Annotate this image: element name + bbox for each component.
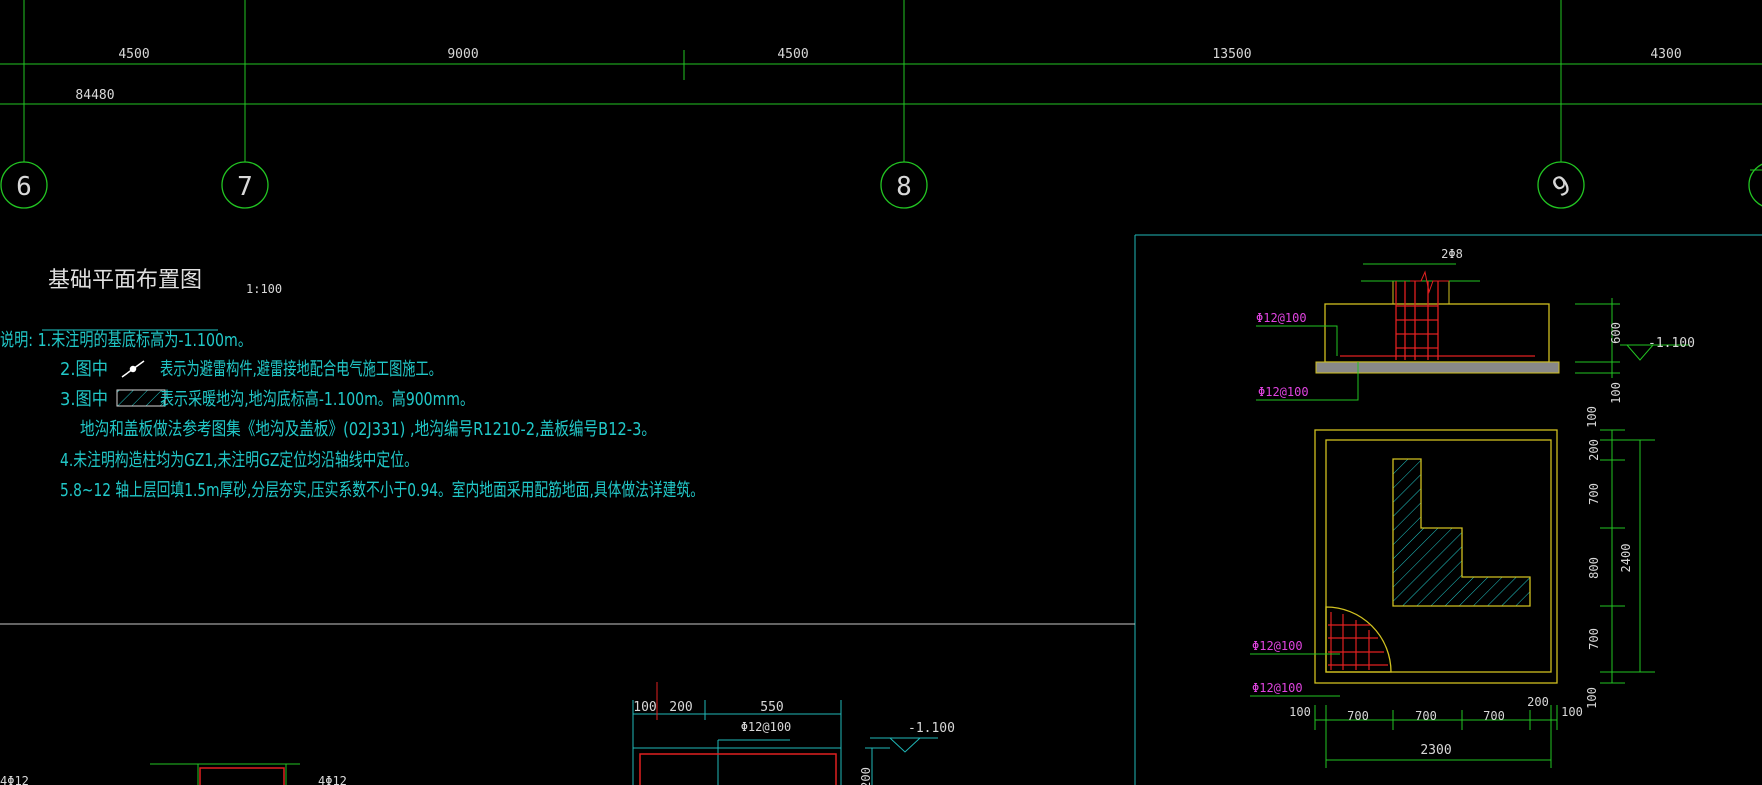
note-2-text: 表示为避雷构件,避雷接地配合电气施工图施工。 bbox=[160, 359, 442, 380]
axis-dim-5: 4300 bbox=[1650, 47, 1681, 62]
right-dim-1: 100 bbox=[1585, 406, 1599, 428]
rebar-label-1: Φ12@100 bbox=[1256, 311, 1307, 325]
bottom-dim-overall: 2300 bbox=[1420, 743, 1451, 758]
section-dim-600: 600 bbox=[1609, 322, 1623, 344]
bottom-detail-left-label-2: 4Φ12 bbox=[318, 774, 347, 785]
top-rebar-label: 2Φ8 bbox=[1441, 247, 1463, 261]
bottom-dim-2: 700 bbox=[1347, 709, 1369, 723]
right-dim-6: 100 bbox=[1585, 687, 1599, 709]
plan-scale: 1:100 bbox=[246, 282, 282, 296]
bottom-dim-6: 100 bbox=[1561, 705, 1583, 719]
right-dim-2: 200 bbox=[1587, 439, 1601, 461]
axis-label-6: 6 bbox=[16, 172, 32, 202]
note-3-detail: 地沟和盖板做法参考图集《地沟及盖板》(02J331) ,地沟编号R1210-2,… bbox=[80, 419, 656, 440]
right-dim-4: 800 bbox=[1587, 557, 1601, 579]
bottom-detail-dim-2: 200 bbox=[669, 700, 692, 715]
footing-plan bbox=[1250, 429, 1655, 768]
axis-dim-1: 4500 bbox=[118, 47, 149, 62]
rebar-label-4: Φ12@100 bbox=[1252, 681, 1303, 695]
lightning-symbol bbox=[121, 360, 145, 378]
note-1: 说明: 1.未注明的基底标高为-1.100m。 bbox=[0, 330, 252, 351]
axis-label-8: 8 bbox=[896, 172, 912, 202]
elevation-label: -1.100 bbox=[1648, 336, 1695, 351]
right-dim-overall: 2400 bbox=[1619, 544, 1633, 573]
axis-grid bbox=[0, 0, 1762, 171]
plan-title: 基础平面布置图 bbox=[48, 268, 202, 293]
bottom-dim-3: 700 bbox=[1415, 709, 1437, 723]
rebar-label-3: Φ12@100 bbox=[1252, 639, 1303, 653]
section-dim-100: 100 bbox=[1609, 382, 1623, 404]
note-3-prefix: 3.图中 bbox=[60, 389, 108, 410]
bottom-detail-side-dim: 200 bbox=[859, 767, 873, 785]
trench-hatch-symbol bbox=[116, 389, 166, 407]
note-4: 4.未注明构造柱均为GZ1,未注明GZ定位均沿轴线中定位。 bbox=[60, 450, 418, 471]
bottom-dim-1: 100 bbox=[1289, 705, 1311, 719]
bottom-dim-5: 200 bbox=[1527, 695, 1549, 709]
bottom-detail-rebar: Φ12@100 bbox=[741, 720, 792, 734]
note-5: 5.8~12 轴上层回填1.5m厚砂,分层夯实,压实系数不小于0.94。室内地面… bbox=[60, 480, 704, 501]
bottom-detail-dim-1: 100 bbox=[633, 700, 656, 715]
axis-label-9: 9 bbox=[1548, 170, 1577, 204]
bottom-section bbox=[150, 682, 938, 785]
axis-label-7: 7 bbox=[237, 172, 253, 202]
axis-dim-4: 13500 bbox=[1212, 47, 1251, 62]
bottom-detail-elevation: -1.100 bbox=[908, 721, 955, 736]
bottom-detail-left-label-1: 4Φ12 bbox=[0, 774, 29, 785]
rebar-label-2: Φ12@100 bbox=[1258, 385, 1309, 399]
note-2-prefix: 2.图中 bbox=[60, 359, 108, 380]
bottom-dim-4: 700 bbox=[1483, 709, 1505, 723]
axis-dim-2: 9000 bbox=[447, 47, 478, 62]
overall-dimension: 84480 bbox=[75, 88, 114, 103]
bottom-detail-dim-3: 550 bbox=[760, 700, 783, 715]
footing-section bbox=[1256, 263, 1690, 401]
axis-dim-3: 4500 bbox=[777, 47, 808, 62]
right-dim-5: 700 bbox=[1587, 628, 1601, 650]
sheet-frames bbox=[0, 234, 1762, 785]
note-3-text: 表示采暖地沟,地沟底标高-1.100m。高900mm。 bbox=[160, 389, 474, 410]
axis-bubbles bbox=[0, 161, 1762, 209]
right-dim-3: 700 bbox=[1587, 483, 1601, 505]
